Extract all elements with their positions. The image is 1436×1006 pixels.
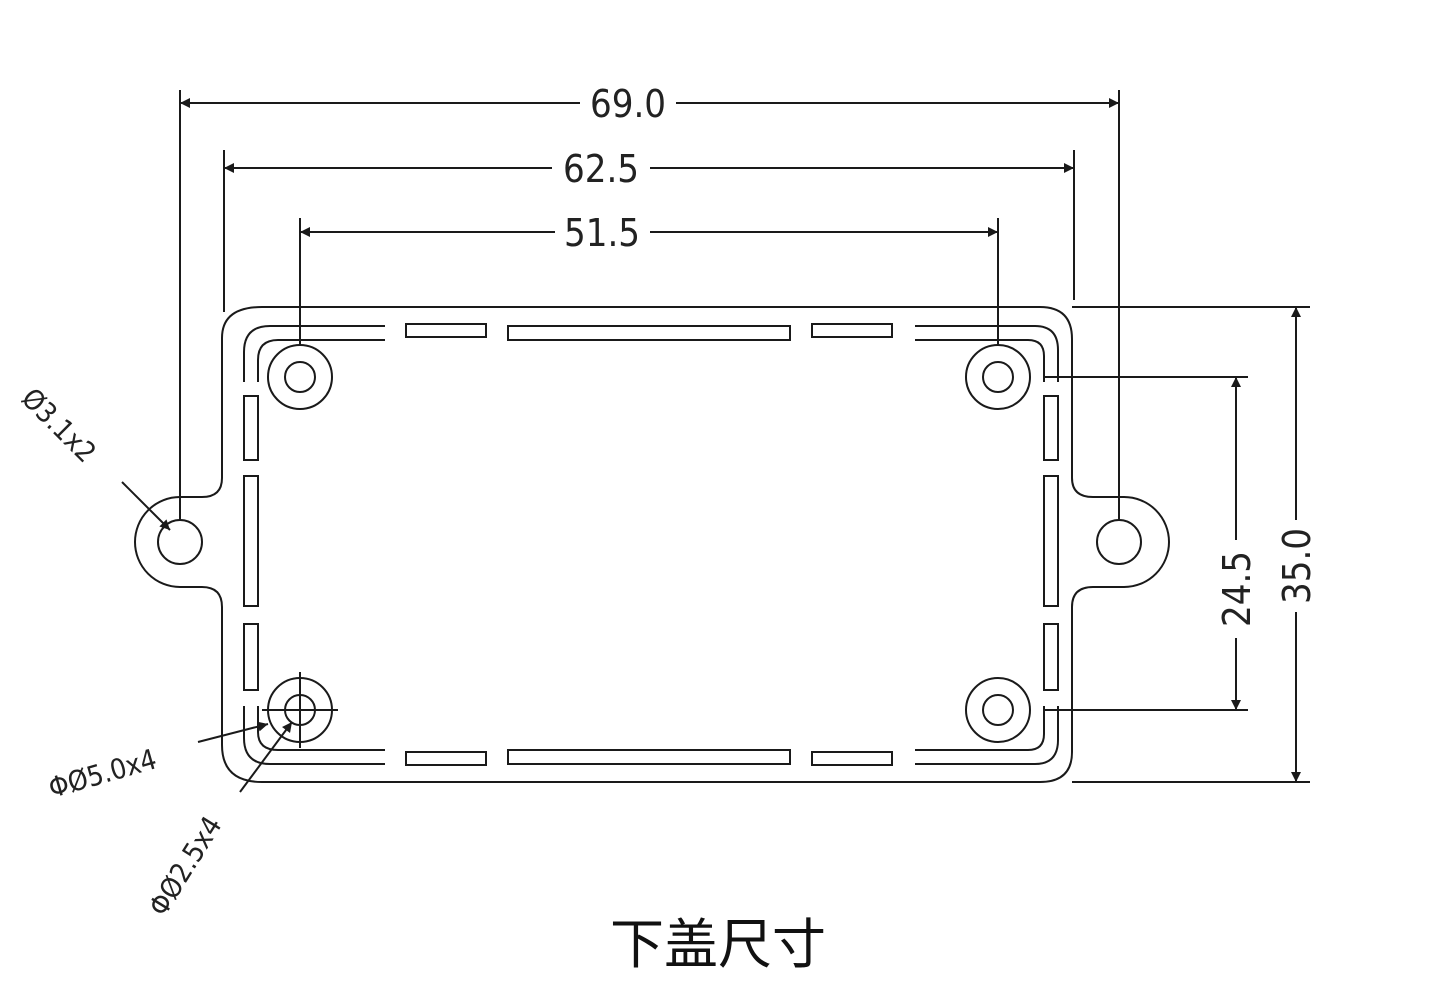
inner-corner-bl: [243, 706, 385, 765]
callout-mount-hole: Ø3.1x2: [15, 382, 103, 470]
dim-inner-width: 62.5: [563, 147, 639, 191]
vent-slot: [507, 749, 791, 765]
vent-slot: [405, 751, 487, 766]
inner-corner-br: [915, 706, 1059, 765]
vent-slot: [1043, 623, 1059, 691]
leader-mount-hole: [121, 481, 171, 531]
inner-corner-tl: [243, 325, 385, 382]
vent-slot: [243, 395, 259, 461]
inner-corner-tl-inner: [257, 339, 385, 382]
screw-boss: [965, 344, 1031, 410]
screw-boss: [267, 344, 333, 410]
inner-corner-tr: [915, 325, 1059, 382]
inner-corner-tr-inner: [915, 339, 1045, 382]
mount-hole: [157, 519, 203, 565]
dim-hole-spacing-y: 24.5: [1215, 551, 1259, 627]
inner-corner-bl-inner: [257, 706, 385, 751]
vent-slot: [1043, 395, 1059, 461]
dim-overall-width: 69.0: [590, 82, 666, 126]
vent-slot: [405, 323, 487, 338]
drawing-caption: 下盖尺寸: [610, 913, 826, 976]
vent-slot: [1043, 475, 1059, 607]
vent-slot: [507, 325, 791, 341]
inner-corner-br-inner: [915, 706, 1045, 751]
vent-slot: [243, 475, 259, 607]
callout-boss-outer: ΦØ5.0x4: [45, 743, 160, 805]
enclosure-outline: [134, 306, 1170, 783]
mount-hole: [1096, 519, 1142, 565]
leader-boss-inner: [239, 721, 293, 793]
screw-boss: [965, 677, 1031, 743]
dim-hole-spacing-x: 51.5: [564, 211, 640, 255]
dim-overall-height: 35.0: [1275, 528, 1319, 604]
leader-boss-outer: [197, 721, 269, 743]
vent-slot: [811, 323, 893, 338]
vent-slot: [811, 751, 893, 766]
vent-slot: [243, 623, 259, 691]
